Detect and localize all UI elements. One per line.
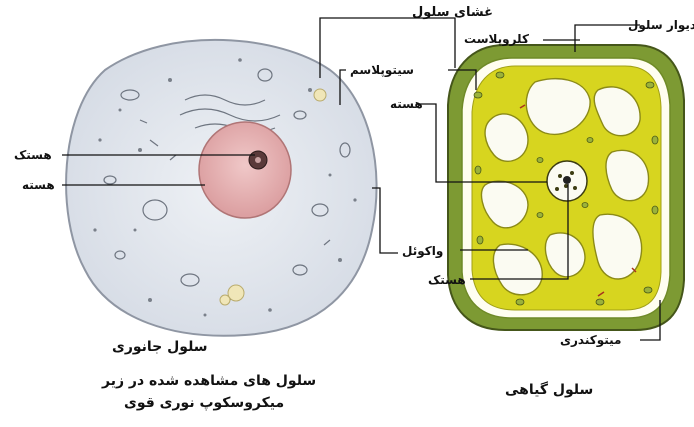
label-animal-nucleolus: هستک (14, 148, 52, 162)
animal-cell (66, 40, 376, 336)
label-plant-nucleus: هسته (390, 97, 423, 111)
label-chloroplast: کلروپلاست (464, 32, 529, 46)
label-mitochondria: میتوکندری (560, 333, 621, 347)
plant-nucleolus (563, 176, 571, 184)
animal-nucleus (199, 122, 291, 218)
label-cell-membrane: غشای سلول (412, 6, 493, 20)
plant-cell-title: سلول گیاهی (505, 381, 593, 399)
animal-cell-caption-line2: میکروسکوپ نوری قوی (124, 394, 284, 412)
label-plant-nucleolus: هستک (428, 273, 466, 287)
label-animal-nucleus: هسته (22, 178, 55, 192)
animal-cell-title: سلول جانوری (112, 338, 208, 356)
label-cytoplasm: سیتوپلاسم (350, 63, 414, 77)
label-cell-wall: دیوار سلول (628, 18, 694, 32)
animal-cell-caption-line1: سلول های مشاهده شده در زیر (102, 372, 316, 390)
label-vacuole: واکوئل (402, 244, 443, 258)
plant-cell (448, 45, 684, 330)
